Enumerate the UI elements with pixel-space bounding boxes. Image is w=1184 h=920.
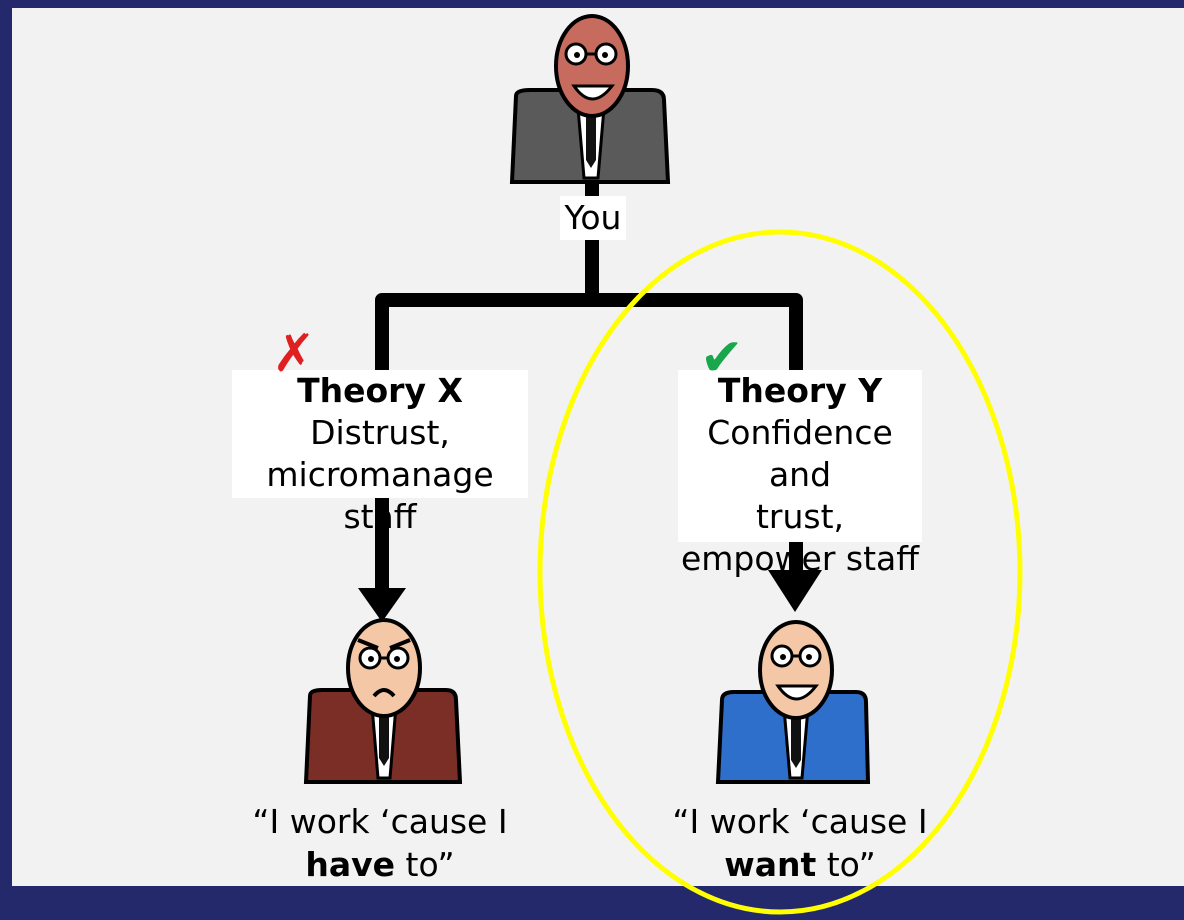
employee-y-figure xyxy=(715,620,871,784)
theory-y-quote-line-1: “I work ‘cause I xyxy=(672,802,928,841)
theory-x-title: Theory X xyxy=(297,371,463,410)
theory-y-box: Theory Y Confidence and trust, empower s… xyxy=(678,370,922,578)
theory-x-line-1: Distrust, xyxy=(310,413,450,452)
you-label: You xyxy=(560,196,626,240)
manager-head xyxy=(554,14,630,118)
arrow-head-y xyxy=(768,570,822,612)
manager-smile xyxy=(571,84,616,101)
cross-mark-icon: ✗ xyxy=(272,324,316,384)
highlight-ellipse xyxy=(537,229,1023,915)
theory-x-quote-emphasis: have xyxy=(305,845,396,884)
theory-x-quote-line-1: “I work ‘cause I xyxy=(252,802,508,841)
theory-y-line-1: Confidence and xyxy=(707,413,893,494)
theory-y-title: Theory Y xyxy=(717,371,883,410)
employee-y-tie xyxy=(791,712,801,768)
theory-y-quote-end: to” xyxy=(816,845,876,884)
employee-x-figure xyxy=(303,618,463,784)
theory-y-line-2: trust, xyxy=(755,497,845,536)
manager-tie xyxy=(586,112,596,168)
employee-x-head xyxy=(346,618,422,718)
theory-x-line-2: micromanage staff xyxy=(266,455,494,536)
connector-branch xyxy=(375,293,803,380)
theory-y-quote-emphasis: want xyxy=(724,845,817,884)
employee-x-tie xyxy=(379,710,389,766)
manager-figure xyxy=(509,14,671,184)
employee-y-head xyxy=(758,620,834,720)
employee-x-frown xyxy=(372,688,396,698)
check-mark-icon: ✔ xyxy=(700,328,744,388)
theory-y-line-3: empower staff xyxy=(680,539,920,578)
theory-x-box: Theory X Distrust, micromanage staff xyxy=(232,370,528,536)
employee-y-smile xyxy=(775,684,820,701)
arrow-head-x xyxy=(358,588,406,622)
theory-x-quote: “I work ‘cause I have to” xyxy=(220,800,540,886)
theory-x-quote-end: to” xyxy=(395,845,455,884)
theory-y-quote: “I work ‘cause I want to” xyxy=(640,800,960,886)
